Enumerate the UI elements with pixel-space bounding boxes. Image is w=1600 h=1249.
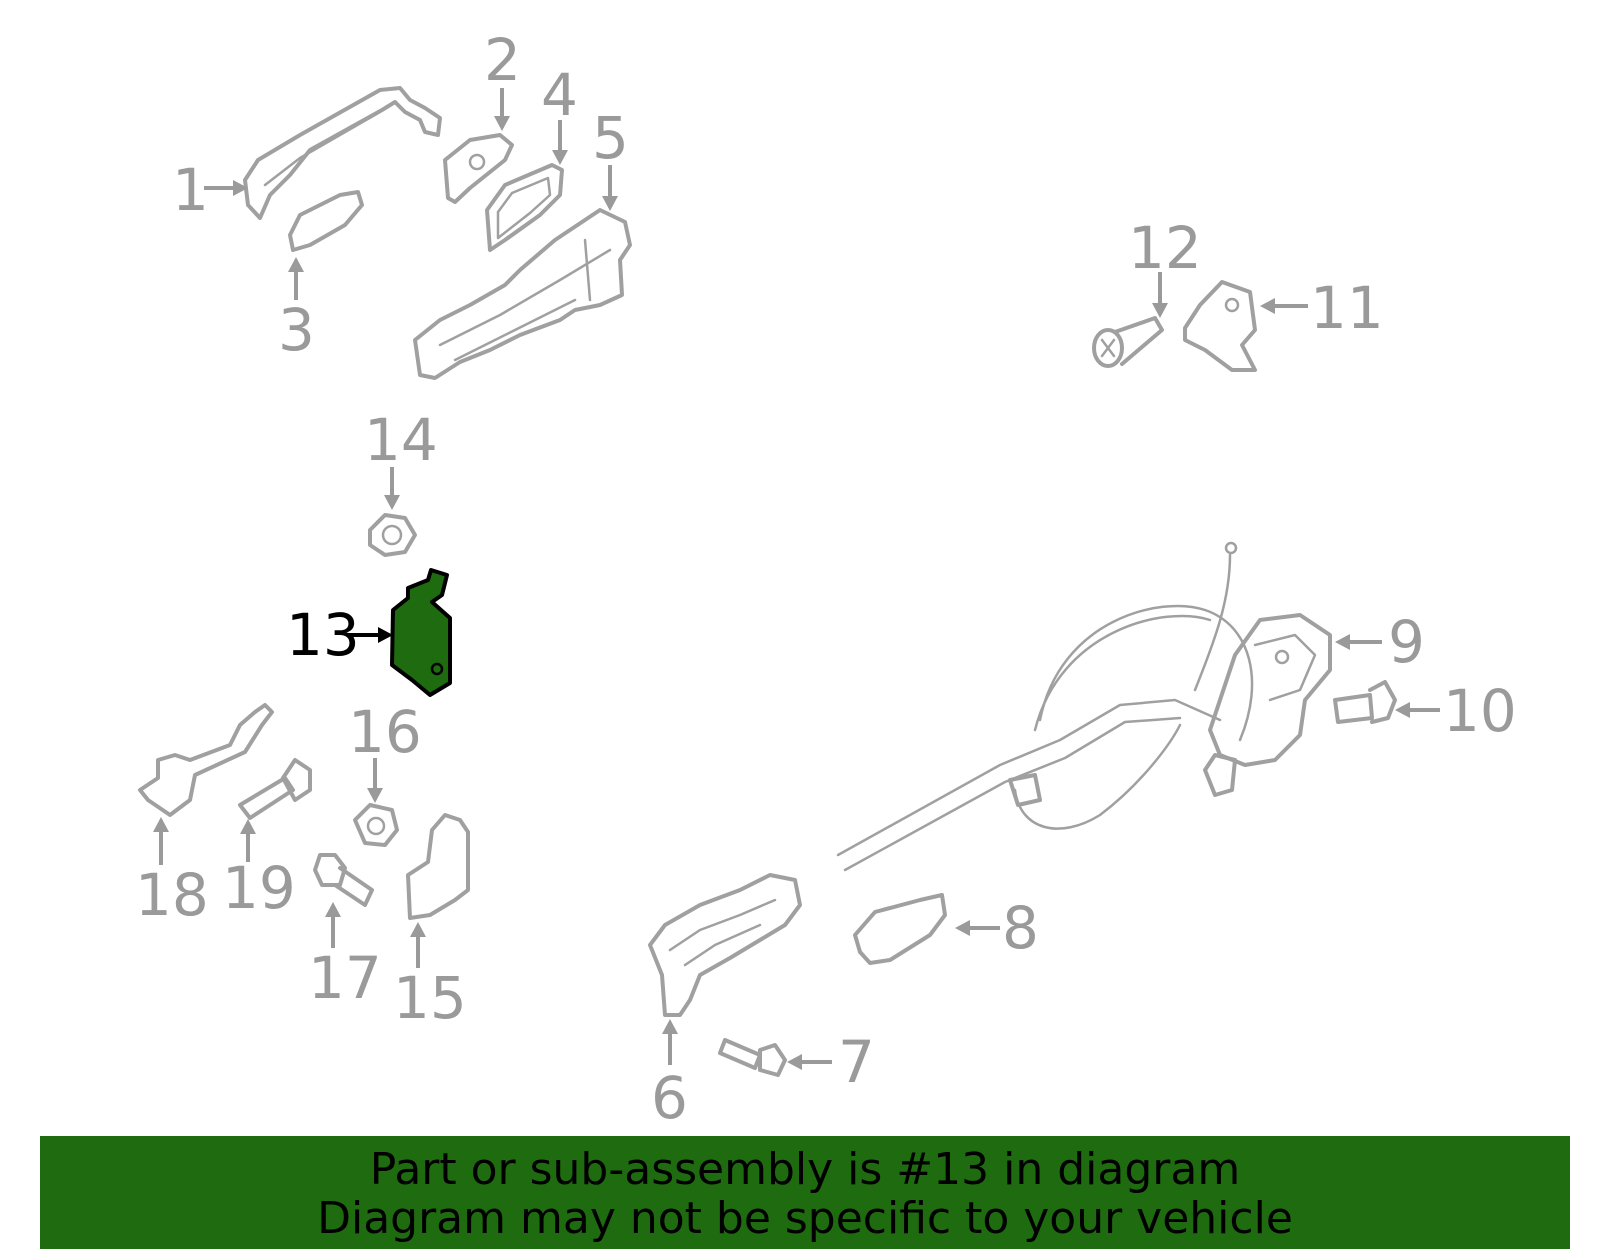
part-19-bolt[interactable]	[238, 758, 312, 820]
callout-4: 4	[541, 61, 578, 129]
part-1-outer-handle[interactable]	[243, 86, 442, 220]
callout-5: 5	[592, 104, 629, 172]
part-11-striker[interactable]	[1183, 280, 1257, 372]
part-6-inside-handle[interactable]	[648, 873, 802, 1017]
callout-8: 8	[1002, 894, 1039, 962]
banner-line-1: Part or sub-assembly is #13 in diagram	[369, 1144, 1241, 1195]
part-2-cylinder-cap[interactable]	[443, 133, 514, 204]
part-12-bolt[interactable]	[1092, 316, 1164, 368]
callout-3: 3	[278, 296, 315, 364]
part-5-handle-frame[interactable]	[413, 208, 632, 380]
part-7-screw[interactable]	[718, 1038, 787, 1077]
leader-arrows	[153, 88, 1440, 1070]
part-17-bolt[interactable]	[313, 853, 374, 907]
callout-7: 7	[838, 1028, 875, 1096]
callout-19: 19	[222, 854, 296, 922]
part-16-nut[interactable]	[353, 803, 399, 847]
part-8-bezel[interactable]	[853, 893, 947, 965]
callout-16: 16	[348, 698, 422, 766]
callout-13: 13	[286, 601, 360, 669]
part-9-latch-assembly[interactable]	[836, 541, 1332, 872]
callout-1: 1	[172, 156, 209, 224]
part-15-bracket[interactable]	[406, 813, 470, 920]
callout-15: 15	[393, 964, 467, 1032]
part-10-bolt[interactable]	[1333, 680, 1397, 724]
callout-11: 11	[1310, 274, 1384, 342]
callout-2: 2	[484, 26, 521, 94]
part-4-gasket[interactable]	[485, 163, 564, 252]
part-14-nut[interactable]	[368, 513, 417, 557]
part-18-rod[interactable]	[138, 703, 274, 817]
callout-18: 18	[135, 861, 209, 929]
callout-14: 14	[364, 406, 438, 474]
callout-17: 17	[308, 944, 382, 1012]
callout-6: 6	[651, 1064, 688, 1132]
callout-labels: 1 2 3 4 5 6 7 8 9 10 11 12 13 14 15 16 1…	[135, 26, 1517, 1132]
part-3-handle-cover[interactable]	[288, 190, 364, 252]
banner-line-2: Diagram may not be specific to your vehi…	[317, 1193, 1293, 1244]
info-banner: Part or sub-assembly is #13 in diagram D…	[40, 1136, 1570, 1249]
callout-12: 12	[1128, 214, 1202, 282]
part-13-bracket-highlighted[interactable]	[390, 568, 452, 697]
callout-10: 10	[1443, 677, 1517, 745]
callout-9: 9	[1388, 608, 1425, 676]
